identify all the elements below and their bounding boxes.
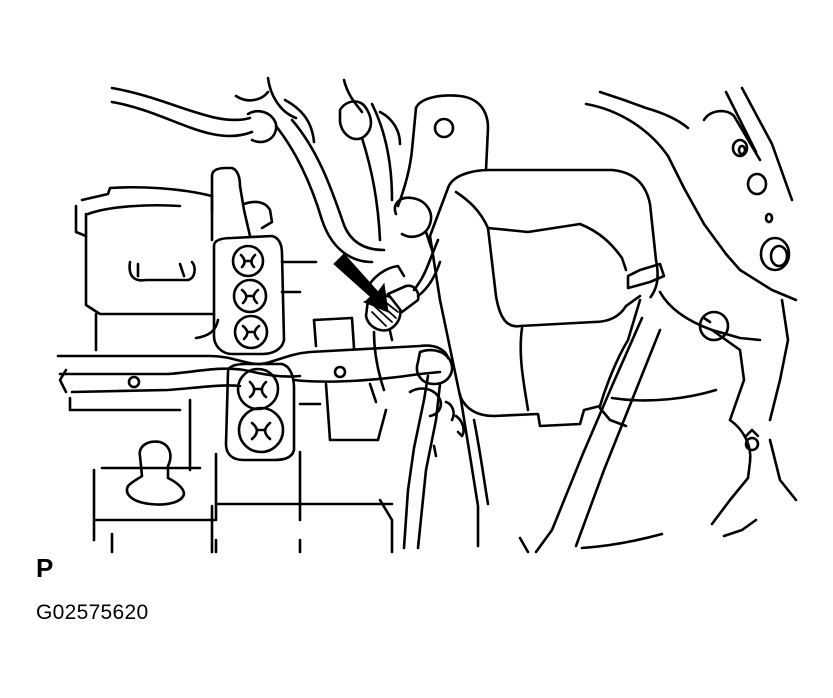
- arrow-pointer-icon: [333, 253, 389, 313]
- frame-holes: [698, 138, 791, 452]
- view-letter: P: [36, 553, 54, 583]
- relay-box: [428, 168, 666, 548]
- sensor-connector: [364, 238, 442, 392]
- sensor-bracket: [312, 264, 406, 442]
- engine-stay-rod: [56, 344, 454, 550]
- engine-block: [68, 185, 394, 554]
- right-frame: [518, 86, 798, 554]
- lower-bolt-bracket: [214, 362, 322, 522]
- bolt-head-icon: [231, 244, 285, 454]
- upper-mount-bracket: [393, 94, 490, 252]
- lower-small-parts: [214, 387, 465, 554]
- figure-code: G02575620: [36, 601, 149, 624]
- upper-wire-harness: [110, 76, 402, 264]
- upper-bolt-bracket: [210, 166, 318, 356]
